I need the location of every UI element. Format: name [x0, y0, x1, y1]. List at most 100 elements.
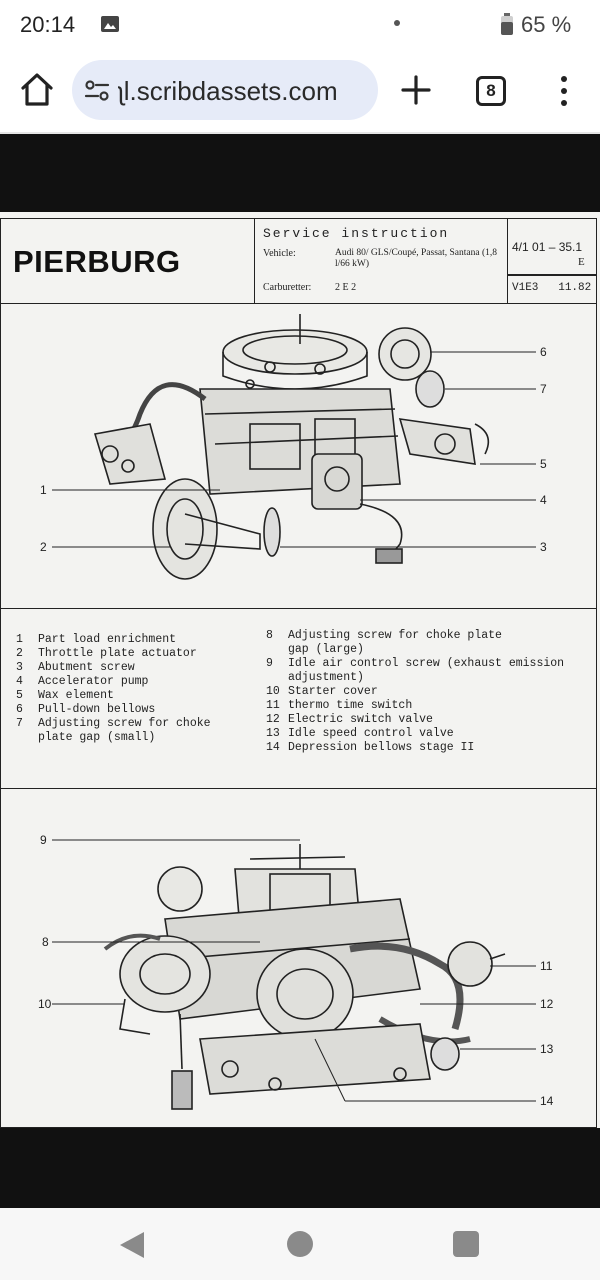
carburetter-label: Carburetter: [263, 282, 312, 293]
callout-12: 12 [540, 997, 554, 1011]
ref-date: 11.82 [558, 282, 592, 294]
legend-item: 13 Idle speed control valve [266, 727, 586, 741]
document-page: PIERBURG Service instruction Vehicle: Au… [0, 212, 600, 1128]
battery-icon [501, 13, 513, 35]
legend-item: 1 Part load enrichment [16, 633, 252, 647]
home-icon[interactable] [20, 72, 54, 108]
carburetter-drawing-bottom: 9 8 11 10 12 13 14 [38, 833, 554, 1110]
legend-item: 4 Accelerator pump [16, 675, 252, 689]
status-bar: 20:14 65 % [0, 0, 600, 52]
legend-num: 7 [16, 717, 23, 730]
carburetter-figure-bottom: 9 8 11 10 12 13 14 [0, 789, 597, 1128]
legend-num: 10 [266, 685, 280, 698]
notification-dot-icon [394, 20, 400, 26]
doc-code: 4/1 01 – 35.1 [512, 240, 583, 254]
url-text: ʅl.scribdassets.com [118, 76, 338, 106]
battery-level: 65 % [521, 12, 572, 37]
back-icon[interactable] [118, 1230, 146, 1260]
legend-text: Adjusting screw for choke plate gap (sma… [38, 717, 211, 744]
legend-text: Pull-down bellows [38, 703, 156, 716]
more-vert-icon[interactable] [555, 74, 573, 108]
info-cell: Service instruction Vehicle: Audi 80/ GL… [255, 218, 508, 304]
callout-7: 7 [540, 382, 547, 396]
legend-num: 2 [16, 647, 23, 660]
legend-num: 14 [266, 741, 280, 754]
ref-code: V1E3 11.82 [512, 282, 591, 294]
legend-num: 4 [16, 675, 23, 688]
document-header: PIERBURG Service instruction Vehicle: Au… [0, 218, 597, 304]
legend-text: Depression bellows stage II [288, 741, 475, 754]
legend-item: 11 thermo time switch [266, 699, 586, 713]
legend-item: 14 Depression bellows stage II [266, 741, 586, 755]
legend-item: 2 Throttle plate actuator [16, 647, 252, 661]
carburetter-value: 2 E 2 [335, 282, 357, 293]
code-separator [508, 274, 597, 276]
document-frame [0, 218, 597, 1128]
legend-text: Starter cover [288, 685, 378, 698]
callout-14: 14 [540, 1094, 554, 1108]
legend-text: Abutment screw [38, 661, 135, 674]
legend-column-right: 8 Adjusting screw for choke plate gap (la… [266, 629, 586, 755]
system-navigation-bar [0, 1208, 600, 1280]
legend-text: Throttle plate actuator [38, 647, 197, 660]
callout-13: 13 [540, 1042, 554, 1056]
legend-item: 9 Idle air control screw (exhaust emissio… [266, 657, 586, 685]
toolbar-divider [0, 132, 600, 134]
callout-4: 4 [540, 493, 547, 507]
code-cell: 4/1 01 – 35.1 E V1E3 11.82 [508, 218, 597, 304]
legend-item: 5 Wax element [16, 689, 252, 703]
legend-item: 8 Adjusting screw for choke plate gap (la… [266, 629, 586, 657]
legend-text: thermo time switch [288, 699, 413, 712]
callout-8: 8 [42, 935, 49, 949]
legend-column-left: 1 Part load enrichment 2 Throttle plate ac… [16, 633, 252, 745]
status-time: 20:14 [20, 12, 76, 37]
document-viewer-bottom-margin [0, 1128, 600, 1208]
legend-text: Electric switch valve [288, 713, 433, 726]
legend-text: Wax element [38, 689, 114, 702]
legend-num: 9 [266, 657, 273, 670]
legend-num: 8 [266, 629, 273, 642]
legend-item: 10 Starter cover [266, 685, 586, 699]
recents-icon[interactable] [453, 1231, 479, 1257]
callout-1: 1 [40, 483, 47, 497]
callout-3: 3 [540, 540, 547, 554]
legend-text: Idle air control screw (exhaust emission… [288, 657, 565, 684]
legend-num: 5 [16, 689, 23, 702]
tab-switcher-button[interactable]: 8 [476, 76, 506, 106]
vehicle-label: Vehicle: [263, 248, 296, 259]
callout-6: 6 [540, 345, 547, 359]
carburetter-drawing-top: 6 7 5 1 4 2 3 [40, 314, 547, 580]
site-settings-icon[interactable] [84, 79, 110, 103]
callout-11: 11 [540, 959, 553, 973]
new-tab-plus-icon[interactable] [398, 72, 434, 108]
callout-5: 5 [540, 457, 547, 471]
document-viewer-top-margin [0, 134, 600, 212]
pierburg-logo: PIERBURG [13, 244, 181, 279]
legend-text: Part load enrichment [38, 633, 177, 646]
logo-cell: PIERBURG [0, 218, 255, 304]
image-icon [101, 16, 119, 32]
carburetter-figure-top: 6 7 5 1 4 2 3 [0, 304, 597, 609]
callout-9: 9 [40, 833, 47, 847]
legend-num: 3 [16, 661, 23, 674]
ref-code-id: V1E3 [512, 282, 539, 294]
legend-item: 7 Adjusting screw for choke plate gap (sm… [16, 717, 252, 745]
parts-legend: 1 Part load enrichment 2 Throttle plate ac… [0, 609, 597, 789]
callout-2: 2 [40, 540, 47, 554]
legend-text: Accelerator pump [38, 675, 149, 688]
doc-code-suffix: E [578, 256, 585, 268]
home-circle-icon[interactable] [287, 1231, 313, 1257]
callout-10: 10 [38, 997, 52, 1011]
legend-num: 11 [266, 699, 280, 712]
legend-text: Adjusting screw for choke plate gap (lar… [288, 629, 502, 656]
legend-item: 3 Abutment screw [16, 661, 252, 675]
service-title: Service instruction [263, 226, 450, 241]
vehicle-value: Audi 80/ GLS/Coupé, Passat, Santana (1,8… [335, 248, 498, 269]
address-bar[interactable]: ʅl.scribdassets.com [72, 60, 378, 120]
legend-num: 1 [16, 633, 23, 646]
legend-text: Idle speed control valve [288, 727, 454, 740]
legend-num: 13 [266, 727, 280, 740]
browser-toolbar: ʅl.scribdassets.com 8 [0, 52, 600, 132]
